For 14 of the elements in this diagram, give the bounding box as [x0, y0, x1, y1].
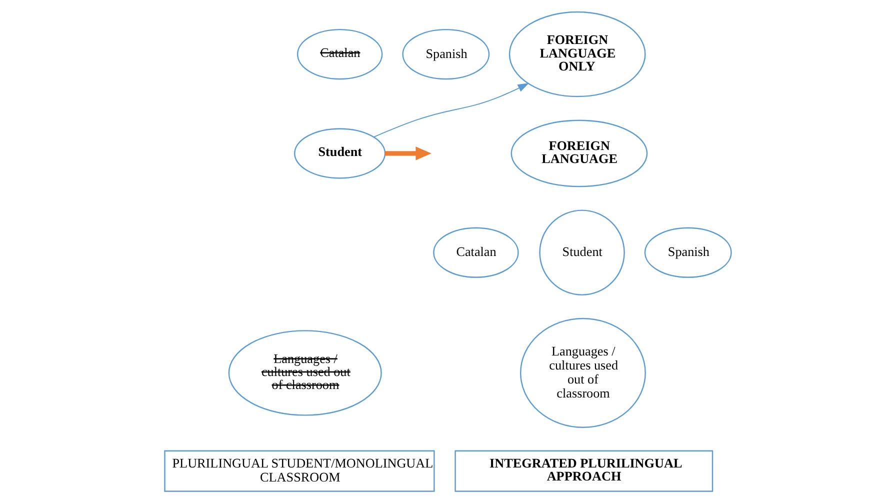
node-ellipse: Student [294, 128, 386, 179]
node-box: INTEGRATED PLURILINGUAL APPROACH [454, 450, 714, 492]
node-ellipse: Catalan [433, 227, 519, 278]
node-ellipse: Spanish [402, 28, 490, 80]
node-ellipse: Spanish [644, 227, 732, 278]
arrow [385, 146, 432, 160]
arrow [373, 83, 530, 138]
node-box: PLURILINGUAL STUDENT/MONOLINGUAL CLASSROOM [164, 450, 435, 492]
node-ellipse: Languages / cultures used out of classroom [228, 330, 382, 416]
node-circle: Student [539, 210, 625, 296]
node-ellipse: FOREIGN LANGUAGE [510, 120, 648, 188]
node-ellipse: FOREIGN LANGUAGE ONLY [508, 11, 646, 98]
node-ellipse: Catalan [296, 28, 383, 80]
node-ellipse: Languages / cultures used out of classroom [520, 318, 646, 428]
